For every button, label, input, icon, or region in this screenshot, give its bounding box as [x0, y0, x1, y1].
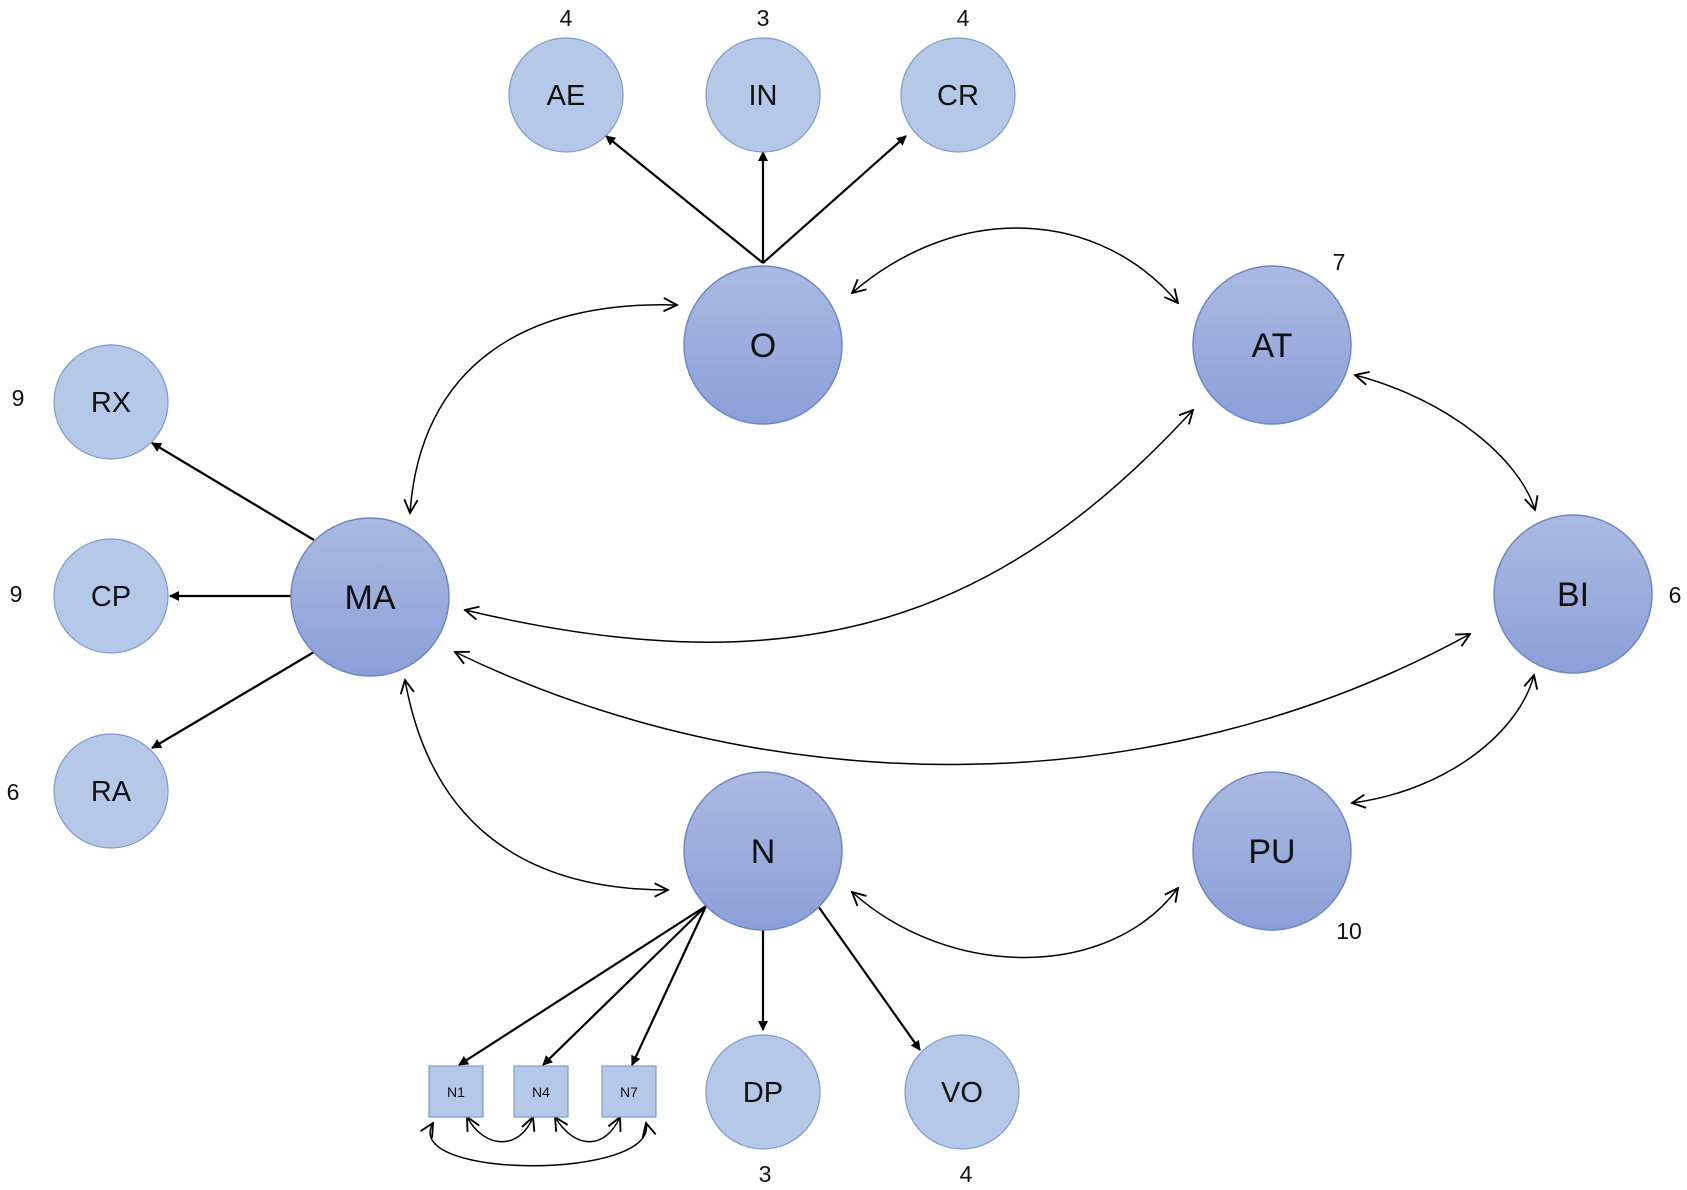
edge-n1-n4: [467, 1117, 533, 1143]
edge-o-cr: [762, 135, 907, 264]
node-rx-label: RX: [91, 387, 131, 419]
edge-ma-at: [465, 410, 1193, 643]
node-cp[interactable]: CP: [53, 538, 169, 654]
node-in[interactable]: IN: [705, 37, 821, 153]
node-rx[interactable]: RX: [53, 344, 169, 460]
node-n7-label: N7: [620, 1084, 638, 1100]
node-cp-label: CP: [91, 581, 131, 613]
edge-ma-bi: [455, 634, 1470, 766]
count-bi: 6: [1669, 582, 1682, 608]
node-n7[interactable]: N7: [601, 1065, 657, 1118]
edge-n-n7: [631, 905, 707, 1066]
node-pu[interactable]: PU: [1192, 771, 1352, 931]
edge-at-bi: [1355, 375, 1535, 510]
node-vo[interactable]: VO: [904, 1034, 1020, 1150]
node-n[interactable]: N: [683, 771, 843, 931]
node-bi[interactable]: BI: [1493, 514, 1653, 674]
node-vo-label: VO: [941, 1077, 983, 1109]
node-ae[interactable]: AE: [508, 37, 624, 153]
count-cp: 9: [10, 581, 23, 607]
edge-n-n1: [458, 905, 707, 1066]
node-n1-label: N1: [447, 1084, 465, 1100]
count-rx: 9: [12, 385, 25, 411]
count-labels: 4 3 4 7 9 9 6 6 10 3 4: [7, 5, 1682, 1187]
node-bi-label: BI: [1557, 576, 1589, 614]
node-n1[interactable]: N1: [428, 1065, 484, 1118]
node-ae-label: AE: [547, 80, 586, 112]
edge-ma-ra: [151, 651, 315, 749]
node-dp-label: DP: [743, 1077, 783, 1109]
count-pu: 10: [1336, 918, 1362, 944]
edge-n-n4: [542, 905, 707, 1066]
node-n-label: N: [751, 833, 776, 871]
node-cr-label: CR: [937, 80, 979, 112]
node-o[interactable]: O: [683, 265, 843, 425]
node-o-label: O: [750, 327, 776, 365]
count-ra: 6: [7, 779, 20, 805]
node-n4-label: N4: [532, 1084, 550, 1100]
node-ra-label: RA: [91, 776, 132, 808]
edge-n1-n7: [430, 1123, 646, 1167]
count-dp: 3: [759, 1161, 772, 1187]
edge-ma-n: [405, 680, 668, 890]
node-cr[interactable]: CR: [900, 37, 1016, 153]
edge-o-ae: [605, 135, 764, 264]
edge-n-vo: [817, 905, 921, 1051]
node-ma[interactable]: MA: [290, 517, 450, 677]
node-pu-label: PU: [1248, 833, 1295, 871]
solid-edges: [151, 135, 921, 1066]
edge-o-ma: [410, 305, 677, 513]
edge-n4-n7: [555, 1117, 620, 1143]
count-cr: 4: [957, 5, 970, 31]
node-n4[interactable]: N4: [513, 1065, 569, 1118]
edge-pu-bi: [1352, 675, 1534, 803]
node-at[interactable]: AT: [1192, 265, 1352, 425]
count-vo: 4: [960, 1161, 973, 1187]
node-ra[interactable]: RA: [53, 733, 169, 849]
edge-n-pu: [852, 888, 1178, 959]
count-ae: 4: [560, 5, 573, 31]
curved-edges: [405, 227, 1535, 1167]
count-in: 3: [757, 5, 770, 31]
edge-ma-rx: [151, 442, 315, 541]
count-at: 7: [1333, 249, 1346, 275]
node-at-label: AT: [1252, 327, 1293, 365]
node-ma-label: MA: [345, 579, 396, 617]
edge-o-at: [852, 227, 1178, 303]
node-dp[interactable]: DP: [705, 1034, 821, 1150]
node-in-label: IN: [749, 80, 778, 112]
